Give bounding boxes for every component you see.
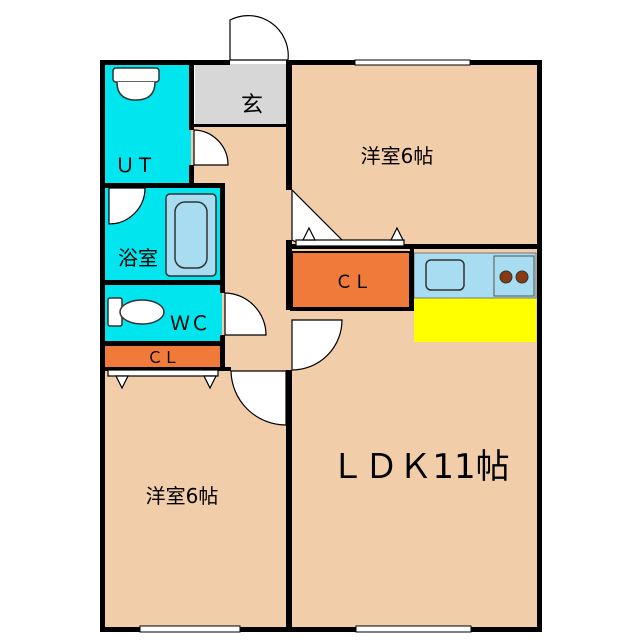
walls [100,60,542,632]
door-ldk [291,319,343,371]
door-wc [224,292,267,336]
front-door [229,15,289,61]
sink [425,259,465,291]
label-toilet: ＷＣ [170,311,210,335]
toilet-fixture-ut [112,67,160,101]
closet-doors [107,226,405,390]
bathtub [165,193,217,277]
label-entrance: 玄 [241,93,263,118]
stove [493,255,535,297]
doors [108,15,343,426]
label-closet-left: ＣＬ [147,348,179,367]
label-bathroom: 浴室 [118,246,158,270]
label-closet-center: ＣＬ [335,272,371,293]
kitchen-counter [414,298,536,342]
room-entrance [195,64,287,126]
label-unit-bath: ＵＴ [115,153,155,177]
toilet-fixture-wc [107,297,165,327]
burner-right [515,270,529,284]
door-bedroom-bottom [230,370,287,426]
door-bath [108,187,146,225]
closet-left [105,346,221,368]
label-bedroom-top: 洋室6帖 [361,144,434,168]
windows [139,59,472,633]
label-ldk: ＬＤＫ11帖 [330,447,509,487]
burner-left [499,270,513,284]
label-bedroom-bottom: 洋室6帖 [146,484,219,508]
room-bedroom-top [290,62,540,248]
door-ut [193,129,229,166]
